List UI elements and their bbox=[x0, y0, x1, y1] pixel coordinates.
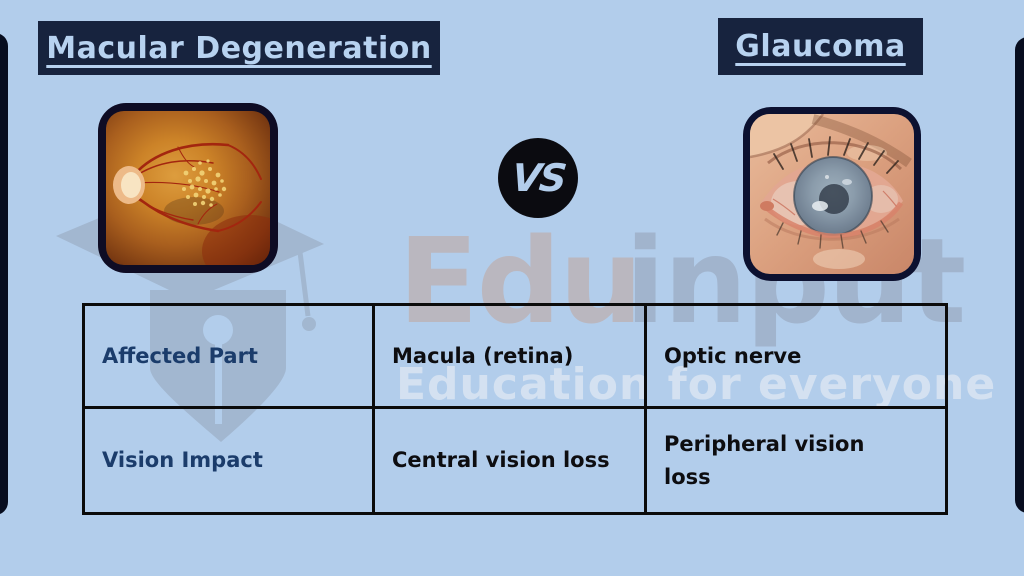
feature-label: Affected Part bbox=[102, 343, 258, 368]
glaucoma-title-box: Glaucoma bbox=[718, 18, 923, 75]
vs-badge: VS bbox=[498, 138, 578, 218]
table-cell-macular-affected-part: Macula (retina) bbox=[375, 306, 647, 409]
value-label: Optic nerve bbox=[664, 343, 802, 368]
vs-label: VS bbox=[509, 156, 567, 200]
macular-degeneration-retina-image bbox=[98, 103, 278, 273]
comparison-table: Affected Part Macula (retina) Optic nerv… bbox=[82, 303, 948, 515]
value-label: Central vision loss bbox=[392, 448, 610, 473]
value-label: Peripheral vision loss bbox=[664, 431, 865, 489]
table-cell-feature-affected-part: Affected Part bbox=[85, 306, 375, 409]
feature-label: Vision Impact bbox=[102, 448, 263, 473]
table-cell-macular-vision-impact: Central vision loss bbox=[375, 409, 647, 512]
table-cell-glaucoma-affected-part: Optic nerve bbox=[647, 306, 945, 409]
left-accent-bar bbox=[0, 33, 8, 515]
table-cell-glaucoma-vision-impact: Peripheral vision loss bbox=[647, 409, 945, 512]
table-cell-feature-vision-impact: Vision Impact bbox=[85, 409, 375, 512]
right-accent-bar bbox=[1015, 37, 1024, 513]
glaucoma-title: Glaucoma bbox=[735, 29, 906, 64]
glaucoma-eye-image bbox=[743, 107, 921, 281]
macular-degeneration-title: Macular Degeneration bbox=[46, 30, 432, 66]
value-label: Macula (retina) bbox=[392, 343, 574, 368]
macular-degeneration-title-box: Macular Degeneration bbox=[38, 21, 440, 75]
